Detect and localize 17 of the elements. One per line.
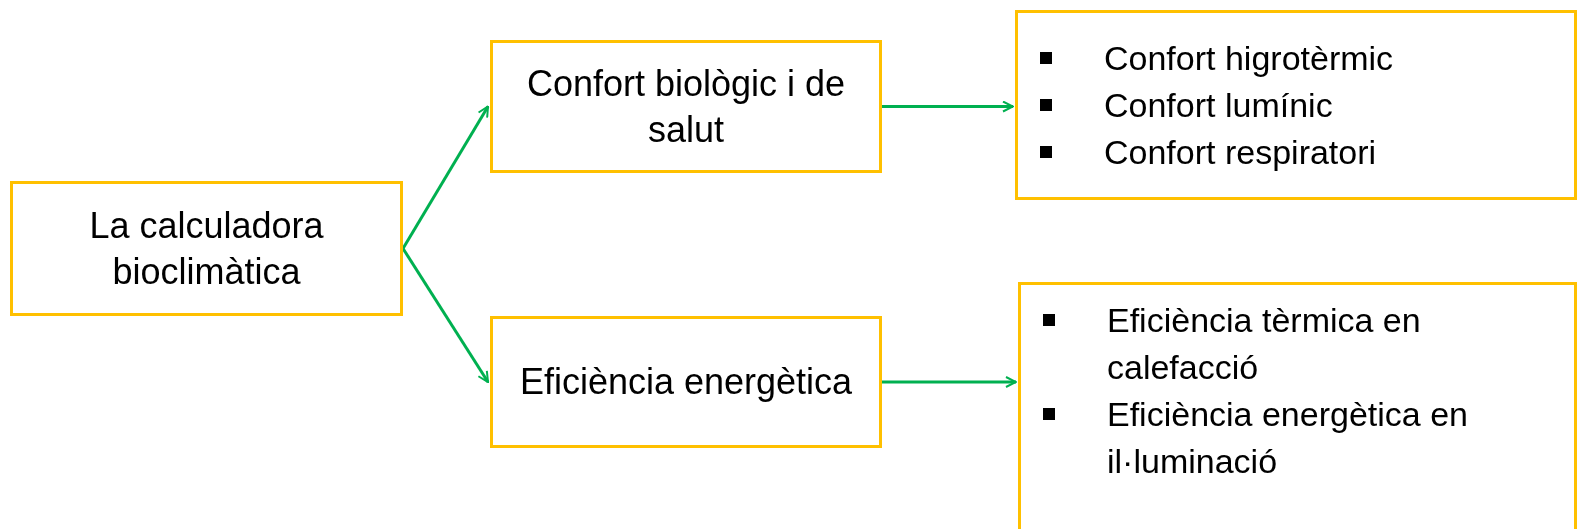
list-item: Confort lumínic <box>1104 84 1333 126</box>
box-label: Confort biològic i de salut <box>525 61 847 152</box>
arrow <box>882 100 1014 113</box>
box-label: La calculadora bioclimàtica <box>88 203 325 294</box>
process-box <box>10 181 403 316</box>
list-item: Confort higrotèrmic <box>1104 37 1394 79</box>
list-box <box>1018 282 1577 529</box>
process-box <box>490 40 882 173</box>
arrow <box>882 376 1017 388</box>
arrow <box>401 105 490 250</box>
list-item: Eficiència energètica en il·luminació <box>1107 394 1469 482</box>
list-item: Confort respiratori <box>1104 131 1377 173</box>
arrow <box>401 247 490 383</box>
list-item: Eficiència tèrmica en calefacció <box>1107 300 1422 388</box>
box-label: Eficiència energètica <box>519 360 853 404</box>
process-box <box>490 316 882 448</box>
list-box <box>1015 10 1577 200</box>
